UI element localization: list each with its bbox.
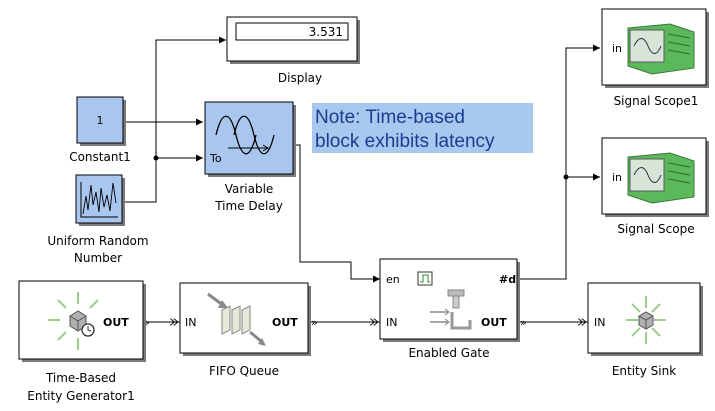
- fifo-port-out: OUT: [272, 316, 298, 329]
- gate-port-out: OUT: [481, 316, 507, 329]
- entity-port-chevron: »: [311, 316, 318, 329]
- entity-sink-block[interactable]: IN Entity Sink: [587, 282, 703, 378]
- wire-delay-to-gate: [293, 144, 380, 283]
- wire-gate-to-scopes: [520, 177, 567, 280]
- entity-generator-block[interactable]: OUT Time-Based Entity Generator1: [18, 280, 146, 403]
- generator-label-2: Entity Generator1: [27, 389, 134, 403]
- display-label: Display: [278, 71, 322, 85]
- wire-random-to-display: [155, 36, 226, 158]
- note-annotation: Note: Time-based block exhibits latency: [312, 103, 533, 153]
- wire-to-scope1: [565, 44, 600, 177]
- scope-icon: [627, 152, 695, 204]
- display-value: 3.531: [309, 25, 343, 39]
- signal-scope1-block[interactable]: in Signal Scope1: [601, 8, 709, 108]
- note-line-2: block exhibits latency: [315, 131, 495, 152]
- fifo-label: FIFO Queue: [209, 364, 279, 378]
- uniform-random-label-2: Number: [74, 251, 122, 265]
- wire-random-to-delay: [124, 154, 203, 203]
- sine-wave-delay-icon: [215, 115, 275, 155]
- variable-time-delay-block[interactable]: To Variable Time Delay: [204, 101, 296, 213]
- note-line-1: Note: Time-based: [315, 107, 465, 128]
- entity-wires: » » »: [143, 316, 588, 329]
- random-signal-plot-icon: [80, 182, 118, 218]
- constant-block[interactable]: 1 Constant1: [69, 96, 131, 164]
- gate-port-en: en: [386, 273, 400, 286]
- scope-label: Signal Scope: [617, 222, 694, 236]
- signal-wires: [124, 36, 600, 283]
- gate-port-in: IN: [386, 316, 397, 329]
- gate-icon: [430, 289, 472, 330]
- generator-port-out: OUT: [103, 316, 129, 329]
- delay-label-1: Variable: [225, 182, 274, 196]
- branch-dot: [153, 155, 159, 161]
- uniform-random-label-1: Uniform Random: [47, 234, 148, 248]
- constant-value: 1: [97, 114, 104, 127]
- fifo-port-in: IN: [185, 316, 196, 329]
- gate-label: Enabled Gate: [408, 346, 489, 360]
- entity-sink-icon: [626, 296, 666, 344]
- scope-icon: [627, 23, 695, 75]
- generator-label-1: Time-Based: [45, 371, 116, 385]
- entity-port-chevron: »: [520, 316, 527, 329]
- sink-label: Entity Sink: [612, 364, 676, 378]
- pulse-icon: [417, 271, 433, 286]
- enabled-gate-block[interactable]: en #d IN OUT Enabled Gate: [379, 258, 520, 360]
- uniform-random-block[interactable]: Uniform Random Number: [47, 174, 149, 265]
- scope1-label: Signal Scope1: [614, 94, 699, 108]
- fifo-queue-icon: [207, 292, 266, 346]
- scope-port-in: in: [612, 171, 622, 184]
- sink-port-in: IN: [594, 316, 605, 329]
- constant-label: Constant1: [69, 150, 131, 164]
- fifo-queue-block[interactable]: IN OUT FIFO Queue: [179, 282, 311, 378]
- entity-port-chevron: »: [143, 316, 150, 329]
- branch-dot: [563, 174, 569, 180]
- entity-generator-icon: [48, 292, 99, 350]
- signal-scope-block[interactable]: in Signal Scope: [601, 137, 709, 236]
- delay-port-to: To: [209, 152, 222, 165]
- delay-label-2: Time Delay: [214, 199, 283, 213]
- gate-port-d: #d: [499, 273, 516, 286]
- scope1-port-in: in: [612, 42, 622, 55]
- display-block[interactable]: 3.531 Display: [226, 16, 360, 85]
